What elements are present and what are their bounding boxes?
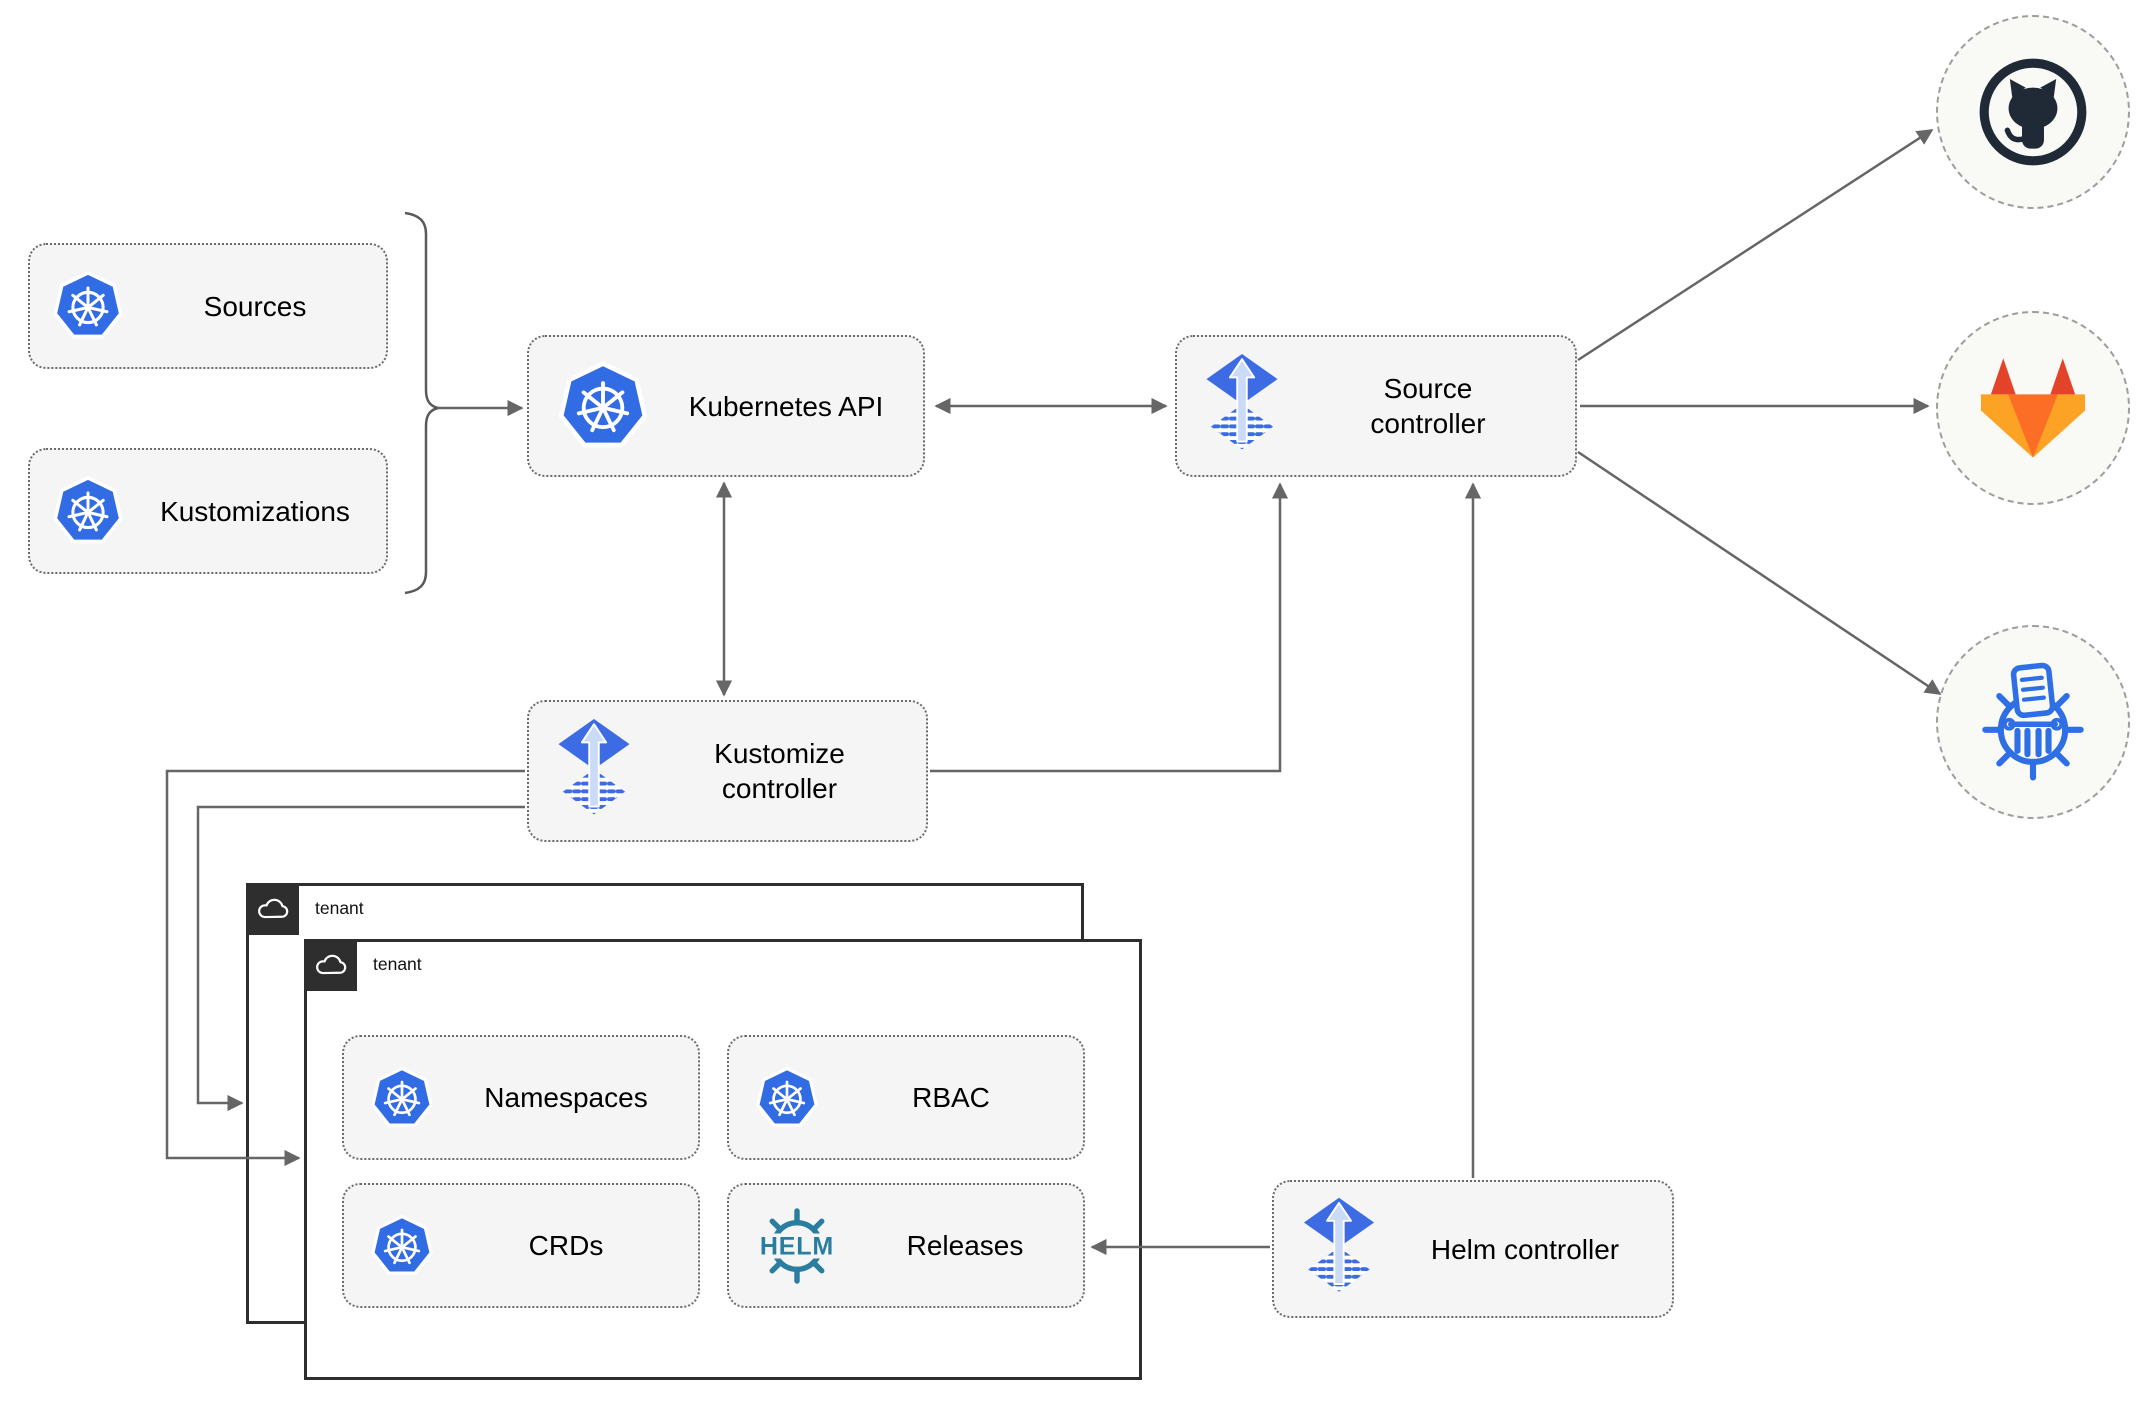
node-label: Kustomizations: [160, 495, 350, 527]
node-rbac: RBAC: [727, 1035, 1085, 1160]
node-label: Releases: [906, 1230, 1024, 1261]
node-label: Source controller: [1281, 371, 1575, 441]
node-label-text: Source controller: [1370, 373, 1486, 439]
node-namespaces: Namespaces: [342, 1035, 700, 1160]
external-gitlab: [1936, 311, 2130, 505]
tenant-label: tenant: [373, 954, 422, 974]
node-releases: Releases: [727, 1183, 1085, 1308]
node-label: Namespaces: [484, 1082, 648, 1113]
node-kubernetes-api: Kubernetes API: [527, 335, 925, 477]
tenant-tab: [246, 883, 299, 935]
node-label-text: Helm controller: [1430, 1233, 1620, 1265]
cloud-icon: [314, 952, 348, 978]
gitlab-icon: [1971, 351, 2095, 465]
node-label: RBAC: [912, 1082, 990, 1113]
node-crds: CRDs: [342, 1183, 700, 1308]
flux-icon: [555, 717, 633, 825]
kubernetes-icon: [370, 1066, 434, 1130]
kubernetes-icon: [557, 360, 649, 452]
node-label: Sources: [203, 290, 307, 322]
node-label: Kubernetes API: [688, 390, 884, 422]
cloud-icon: [256, 896, 290, 922]
tenant-tab: [304, 939, 357, 991]
flux-icon: [1203, 352, 1281, 460]
kubernetes-icon: [52, 475, 124, 547]
tenant-label: tenant: [315, 898, 364, 918]
github-icon: [1972, 51, 2094, 173]
chartmuseum-icon: [1972, 661, 2094, 783]
node-kustomizations: Kustomizations: [28, 448, 388, 574]
node-label-text: Kustomize controller: [714, 738, 845, 804]
node-label: CRDs: [528, 1230, 604, 1261]
node-sources: Sources: [28, 243, 388, 369]
flux-icon: [1300, 1196, 1378, 1302]
external-github: [1936, 15, 2130, 209]
node-kustomize-controller: Kustomize controller: [527, 700, 928, 842]
node-source-controller: Source controller: [1175, 335, 1577, 477]
helm-icon: [747, 1204, 847, 1288]
external-chartmuseum: [1936, 625, 2130, 819]
kubernetes-icon: [52, 270, 124, 342]
node-label: Helm controller: [1378, 1232, 1672, 1267]
kubernetes-icon: [755, 1066, 819, 1130]
node-helm-controller: Helm controller: [1272, 1180, 1674, 1318]
node-label: Kustomize controller: [633, 736, 926, 806]
kubernetes-icon: [370, 1214, 434, 1278]
